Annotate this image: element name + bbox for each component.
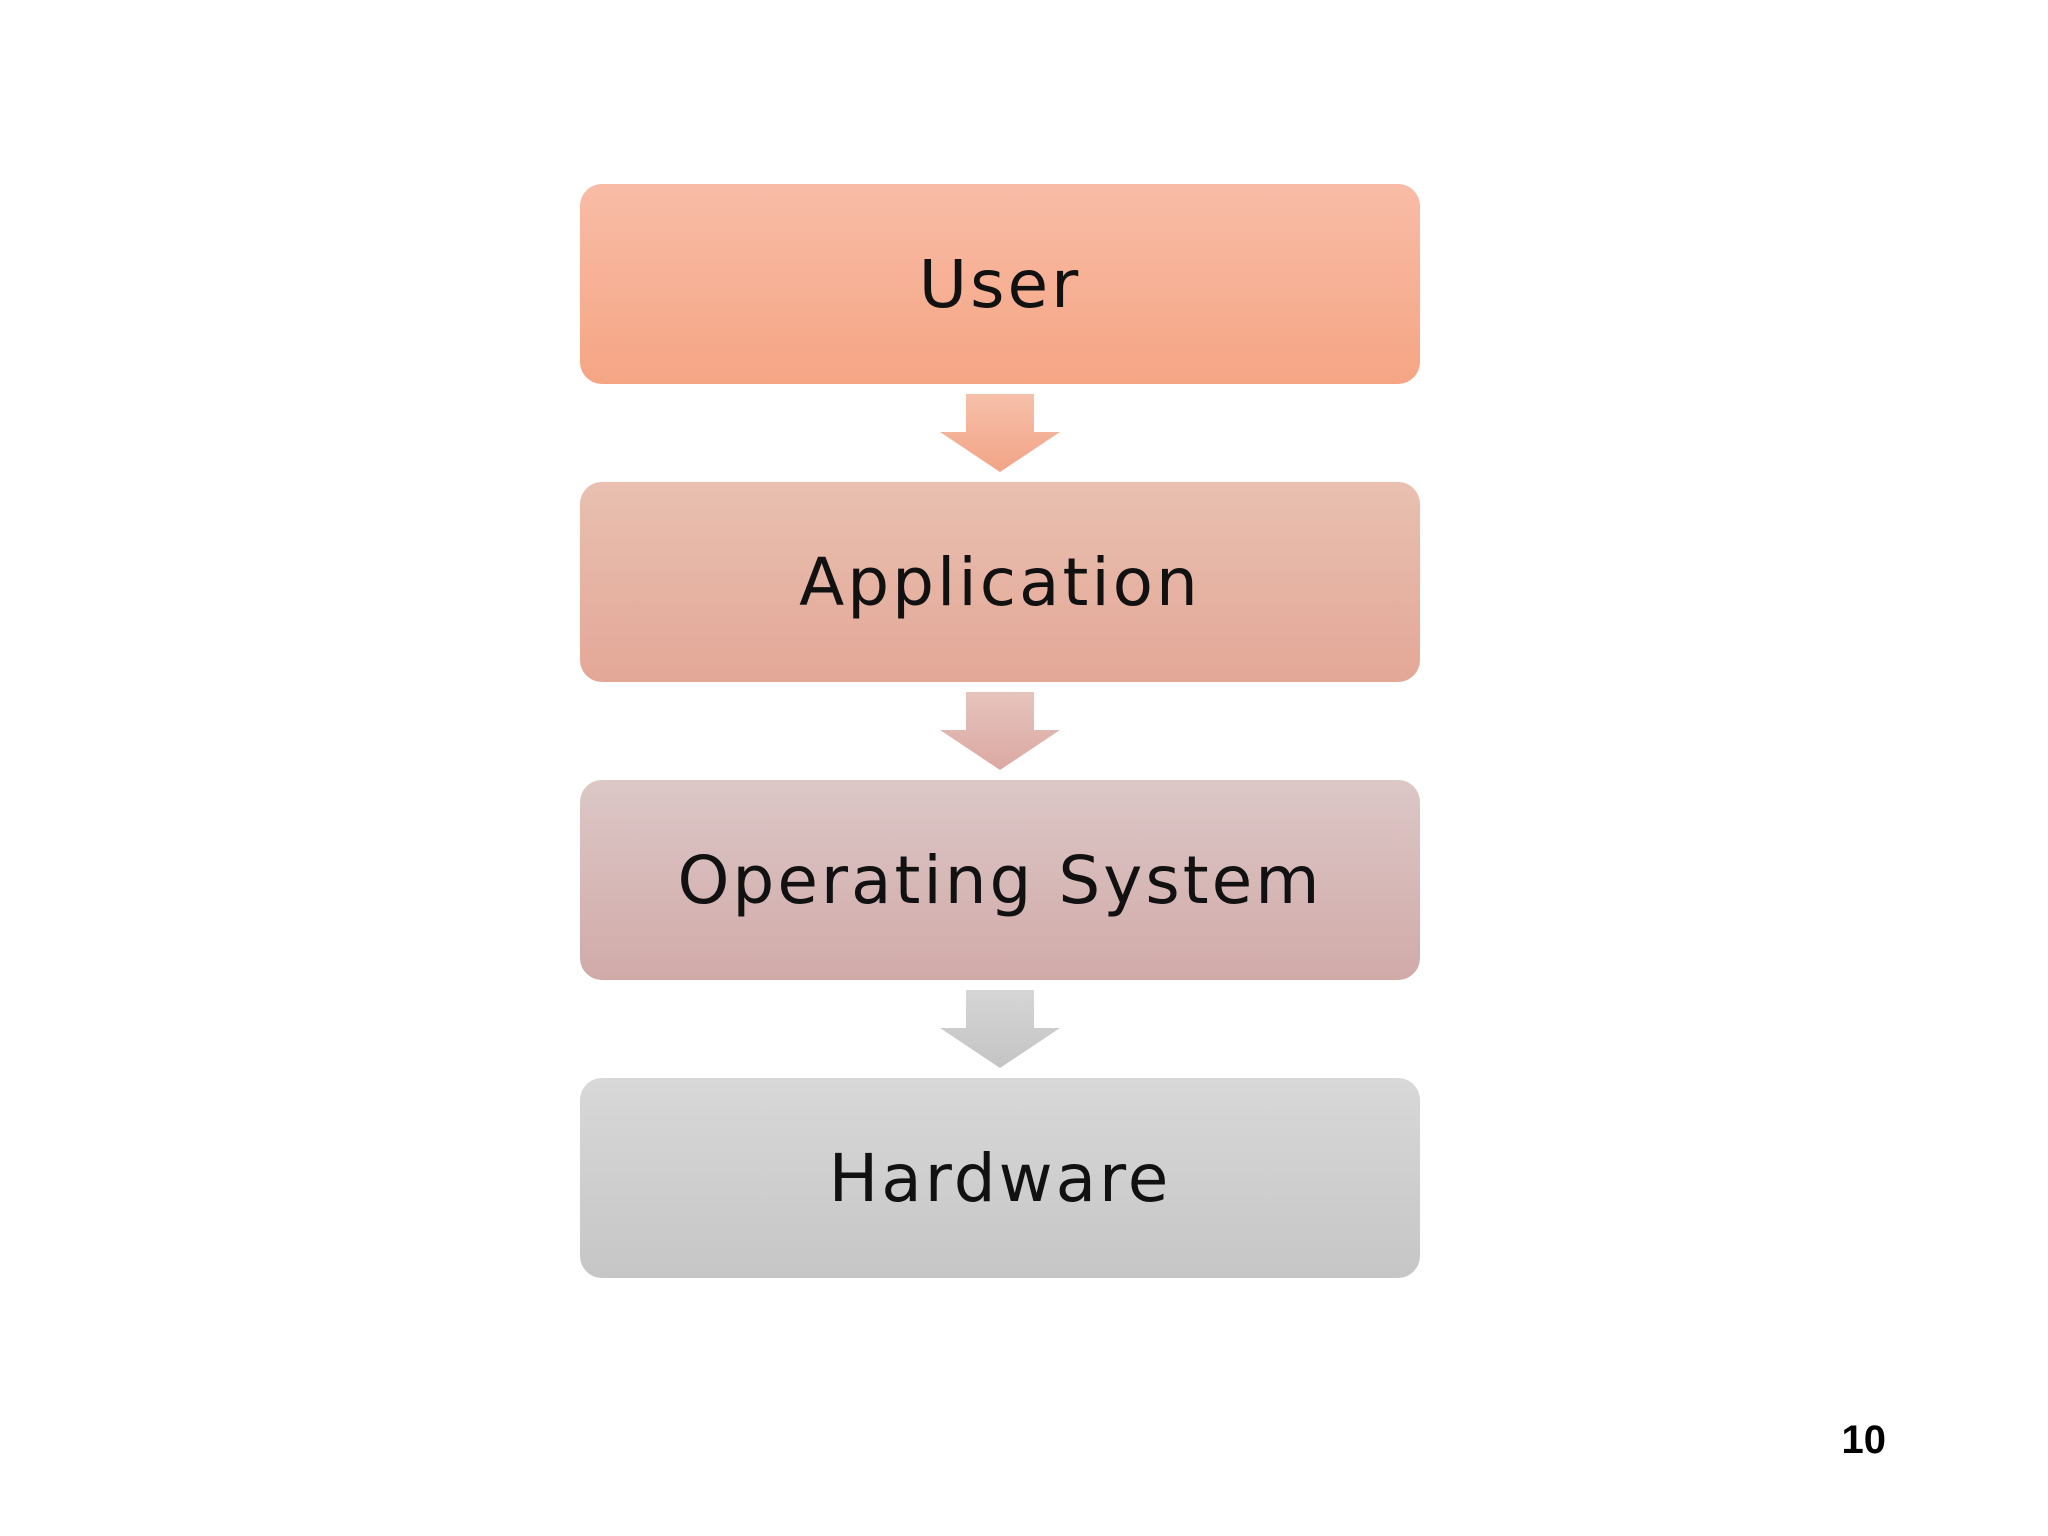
layer-operating-system: Operating System (580, 780, 1420, 980)
layer-user: User (580, 184, 1420, 384)
layer-label-user: User (918, 245, 1082, 323)
layer-label-hardware: Hardware (828, 1139, 1172, 1217)
page-number: 10 (1841, 1418, 1887, 1462)
layer-label-application: Application (799, 543, 1201, 621)
layer-label-operating-system: Operating System (677, 841, 1323, 919)
down-arrow-icon (940, 692, 1060, 770)
down-arrow-icon (940, 990, 1060, 1068)
layer-application: Application (580, 482, 1420, 682)
down-arrow-icon (940, 394, 1060, 472)
layer-hardware: Hardware (580, 1078, 1420, 1278)
